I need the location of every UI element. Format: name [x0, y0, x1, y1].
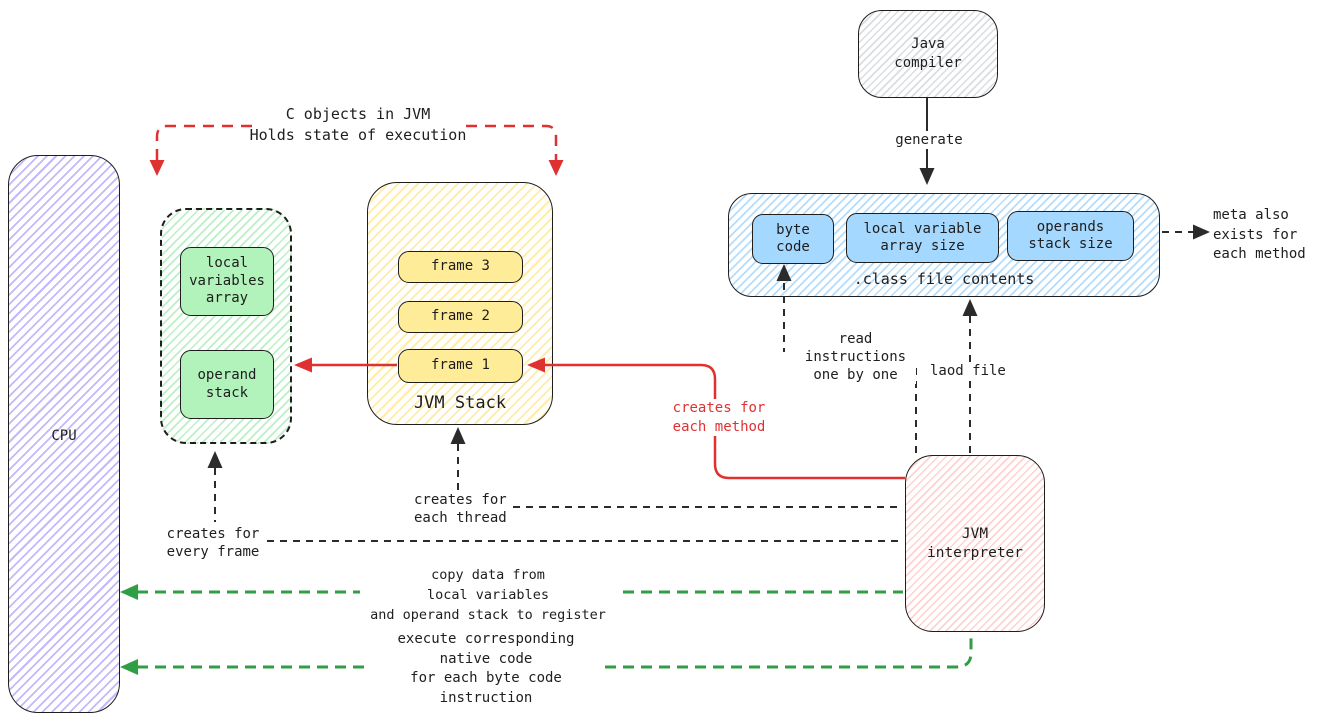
- c-objects-arrowhead-left: [149, 160, 165, 176]
- local-variables-array-box: local variables array: [180, 247, 274, 316]
- class-file-caption: .class file contents: [853, 270, 1035, 288]
- frame1-to-operand-stack-arrowhead: [294, 357, 312, 373]
- jvm-stack-label: JVM Stack: [413, 393, 507, 413]
- cpu-label: CPU: [51, 428, 77, 444]
- c-objects-arrow-left: [155, 124, 252, 161]
- frame-3: frame 3: [398, 251, 523, 283]
- read-instructions-annotation: read instructions one by one: [795, 330, 916, 384]
- byte-code-box: byte code: [752, 214, 834, 264]
- meta-annotation: meta also exists for each method: [1213, 207, 1306, 262]
- creates-each-method-annotation: creates for each method: [662, 399, 776, 436]
- generate-annotation: generate: [885, 131, 973, 149]
- operands-stack-size-box: operands stack size: [1007, 211, 1134, 261]
- jvm-stack-box: frame 3 frame 2 frame 1 JVM Stack: [367, 182, 553, 425]
- load-file-arrowhead: [962, 299, 978, 316]
- generate-arrowhead: [919, 168, 935, 185]
- frame-1: frame 1: [398, 349, 523, 383]
- read-instructions-arrowhead: [776, 264, 792, 281]
- creates-every-frame-annotation: creates for every frame: [166, 526, 260, 560]
- execute-native-arrowhead: [120, 659, 138, 675]
- cpu-box: CPU: [8, 155, 120, 713]
- java-compiler-box: Java compiler: [858, 10, 998, 98]
- creates-each-thread-annotation: creates for each thread: [412, 491, 509, 527]
- c-objects-annotation: C objects in JVM Holds state of executio…: [249, 105, 467, 144]
- interpreter-to-frame1-arrowhead: [527, 357, 545, 373]
- execute-native-annotation: execute corresponding native code for ea…: [368, 630, 604, 708]
- c-objects-arrow-right: [466, 124, 558, 161]
- c-objects-arrowhead-right: [548, 160, 564, 176]
- load-file-annotation: laod file: [928, 362, 1008, 380]
- copy-data-annotation: copy data from local variables and opera…: [360, 565, 616, 625]
- operand-stack-box: operand stack: [180, 350, 274, 419]
- frame-detail-container: local variables array operand stack: [160, 208, 292, 444]
- meta-arrowhead: [1193, 224, 1210, 240]
- class-file-box: byte code local variable array size oper…: [728, 193, 1160, 297]
- frame-arrowhead: [207, 451, 223, 468]
- copy-data-arrowhead: [120, 584, 138, 600]
- local-variable-array-size-box: local variable array size: [846, 213, 999, 263]
- thread-arrowhead: [450, 427, 466, 444]
- frame-2: frame 2: [398, 301, 523, 333]
- jvm-interpreter-box: JVM interpreter: [905, 455, 1045, 632]
- execute-native-arrow: [137, 633, 973, 669]
